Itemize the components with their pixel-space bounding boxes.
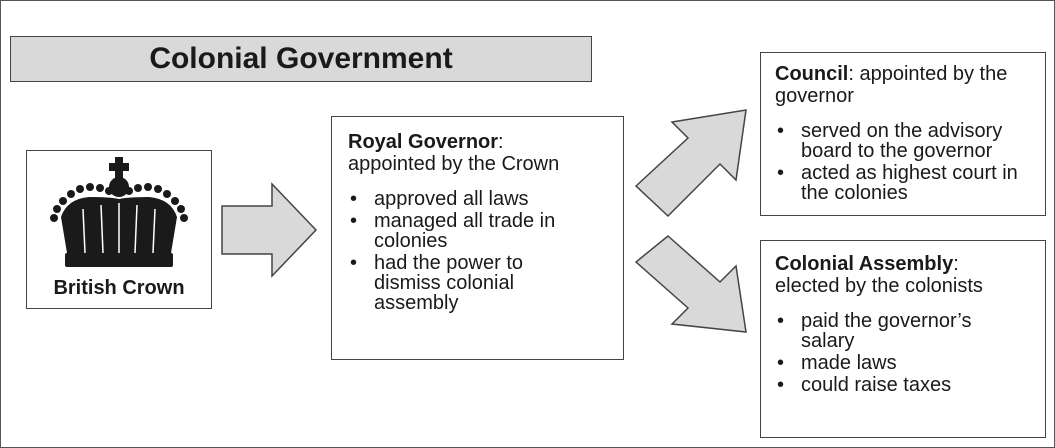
assembly-bullets: paid the governor’s salary made laws cou… (775, 311, 1031, 395)
arrow-crown-to-governor (221, 182, 318, 278)
list-item: could raise taxes (775, 375, 1031, 395)
royal-governor-box: Royal Governor: appointed by the Crown a… (331, 116, 624, 360)
governor-heading: Royal Governor: (348, 131, 607, 153)
list-item: made laws (775, 353, 1031, 373)
list-item: paid the governor’s salary (775, 311, 1031, 351)
arrow-governor-to-council (634, 109, 747, 218)
title-banner: Colonial Government (10, 36, 592, 82)
council-box: Council: appointed by the governor serve… (760, 52, 1046, 216)
list-item: had the power to dismiss colonial assemb… (348, 253, 607, 313)
governor-title-colon: : (498, 131, 504, 153)
council-heading-rest: : appointed by the governor (775, 63, 1008, 107)
assembly-title-colon: : (953, 253, 959, 275)
list-item: managed all trade in colonies (348, 211, 607, 251)
council-heading: Council: appointed by the governor (775, 63, 1031, 107)
crown-icon (50, 157, 188, 267)
arrow-governor-to-assembly (634, 235, 747, 333)
list-item: approved all laws (348, 189, 607, 209)
assembly-subheading: elected by the colonists (775, 275, 983, 297)
assembly-heading: Colonial Assembly: (775, 253, 1031, 275)
crown-box: British Crown (26, 150, 212, 309)
governor-subheading: appointed by the Crown (348, 153, 560, 175)
list-item: acted as highest court in the colonies (775, 163, 1031, 203)
diagram-title: Colonial Government (149, 42, 453, 75)
governor-bullets: approved all laws managed all trade in c… (348, 189, 607, 313)
council-title: Council (775, 63, 849, 85)
colonial-assembly-box: Colonial Assembly: elected by the coloni… (760, 240, 1046, 438)
list-item: served on the advisory board to the gove… (775, 121, 1031, 161)
crown-label: British Crown (53, 277, 185, 299)
governor-title: Royal Governor (348, 131, 499, 153)
council-bullets: served on the advisory board to the gove… (775, 121, 1031, 203)
assembly-title: Colonial Assembly (775, 253, 954, 275)
